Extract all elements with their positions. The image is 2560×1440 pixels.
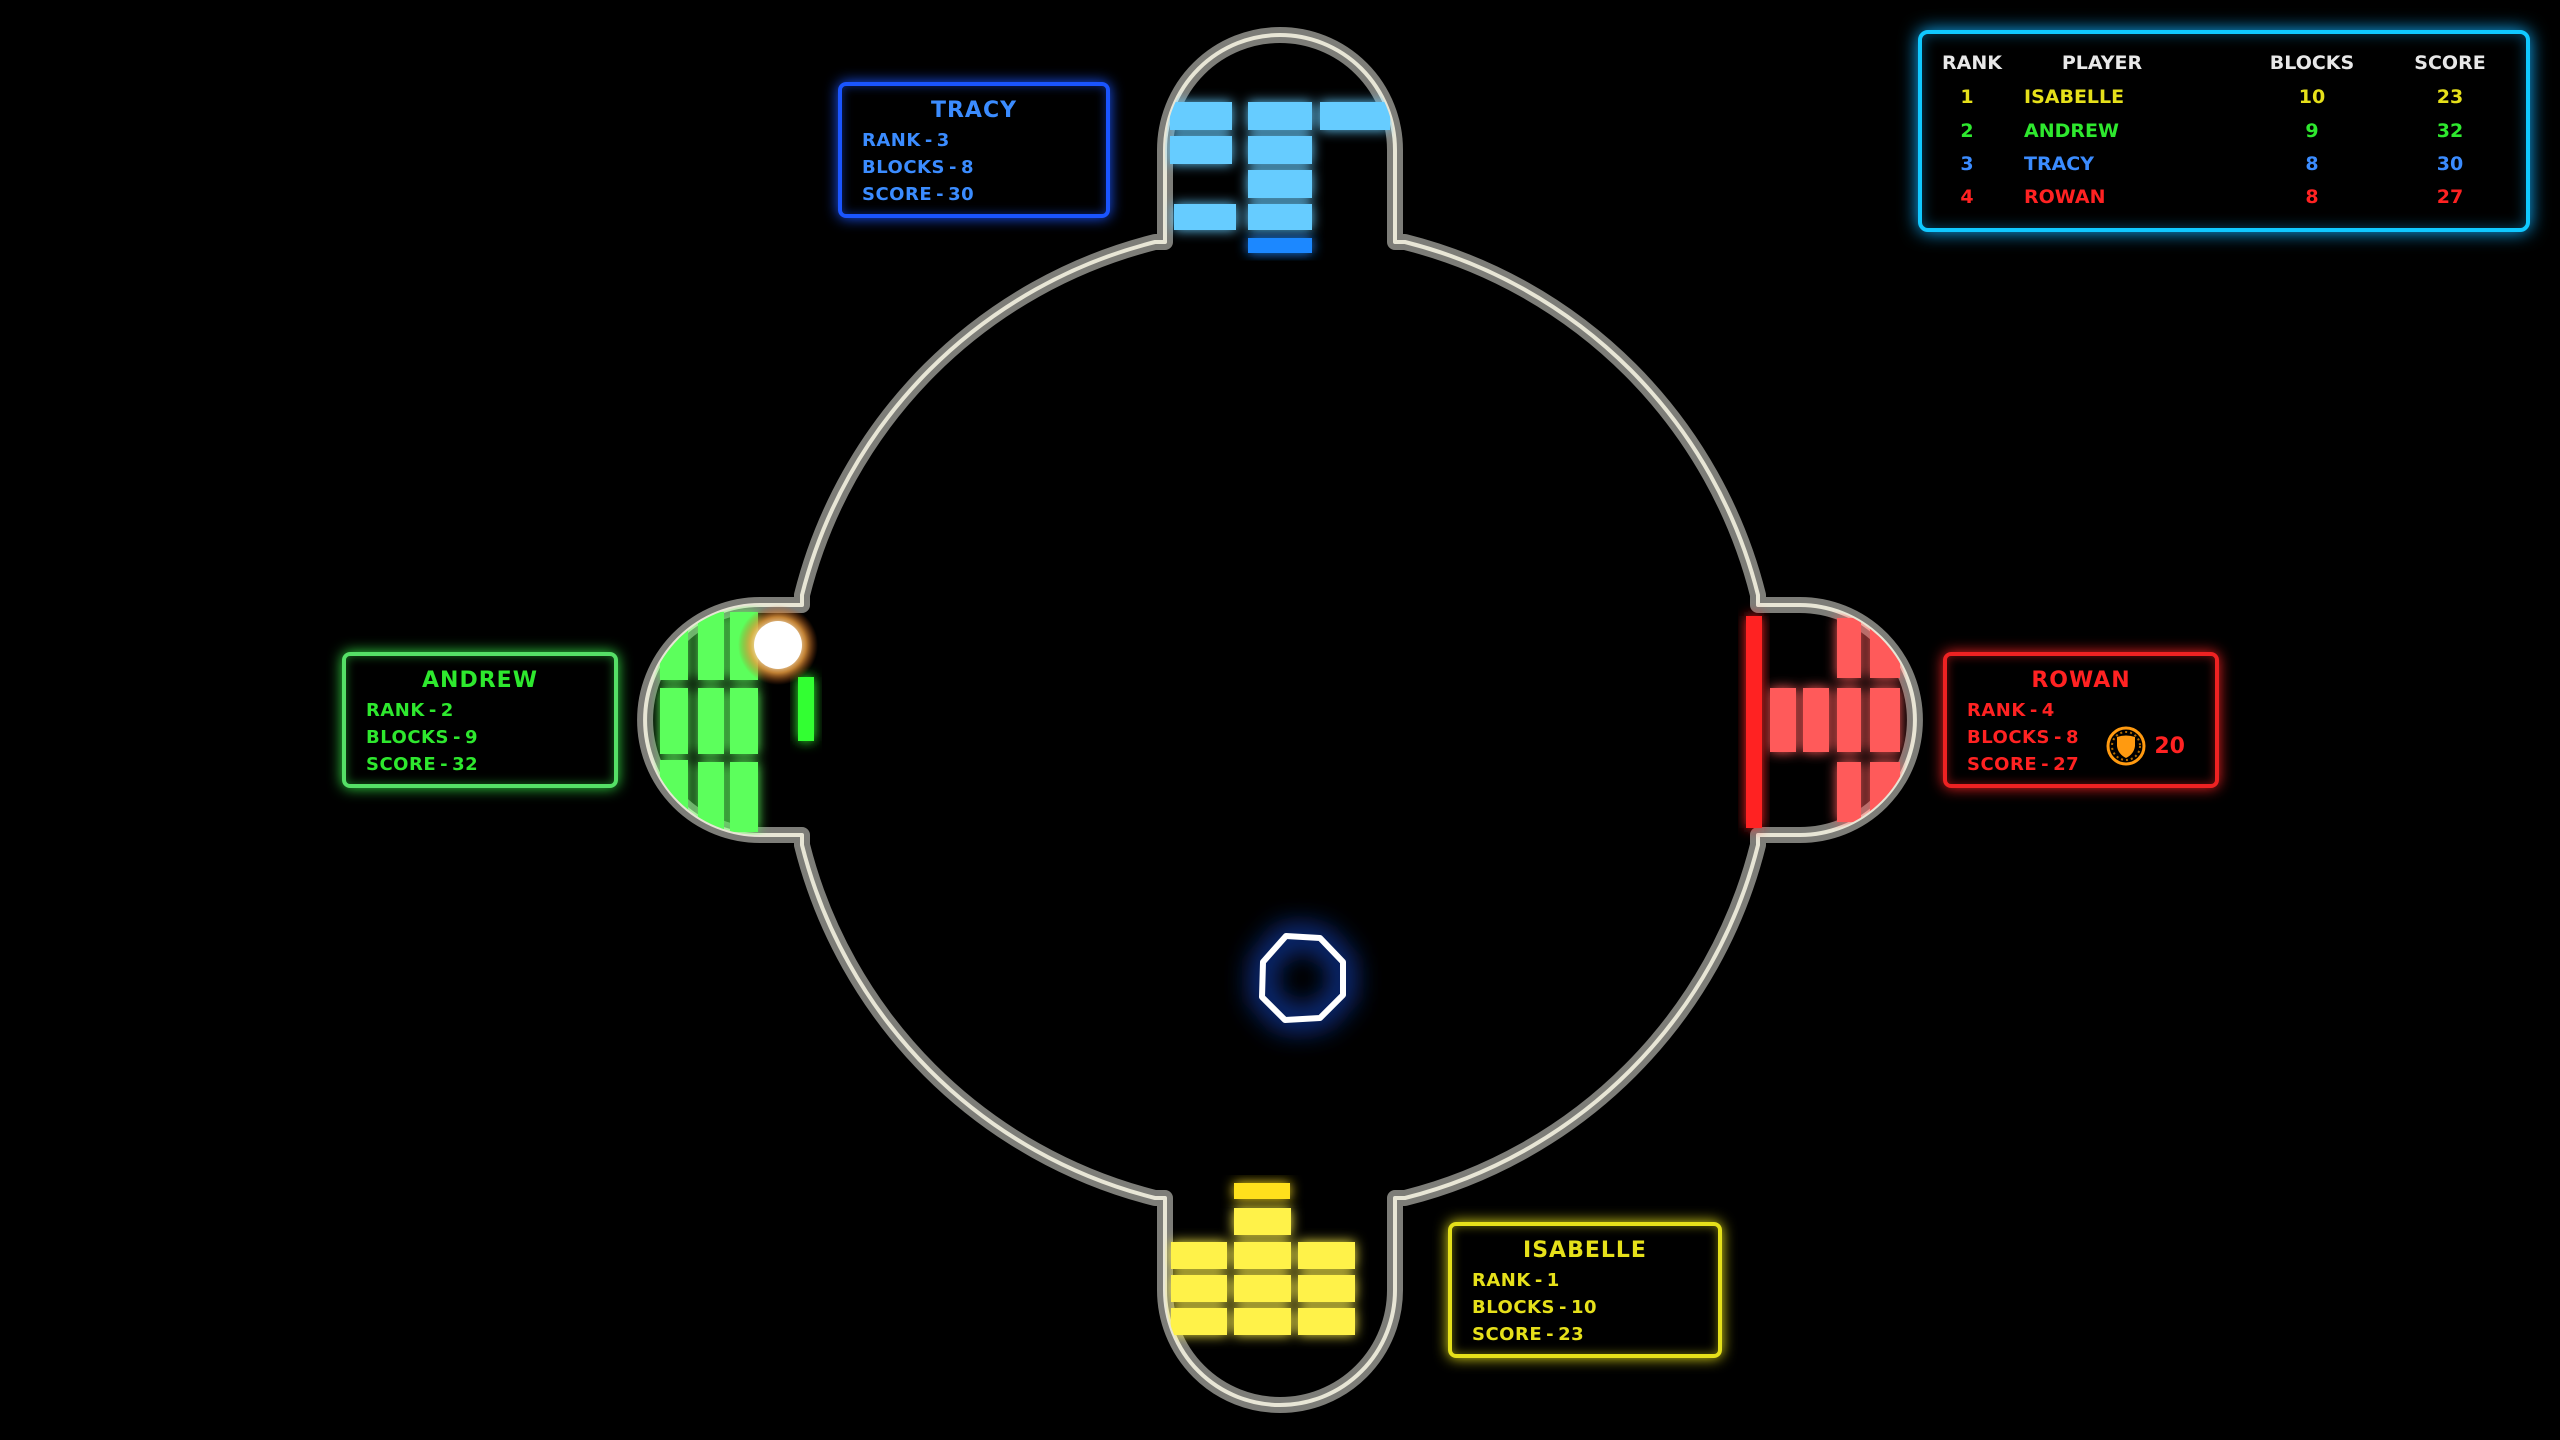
leaderboard-row: 3 TRACY 8 30 (1922, 153, 2526, 183)
player-name: ISABELLE (1523, 1238, 1647, 1263)
row-rank: 1 (1960, 86, 1974, 108)
header-player: PLAYER (2061, 52, 2143, 74)
player-panel-tracy: TRACY RANK-3 BLOCKS-8 SCORE-30 (838, 82, 1110, 218)
leaderboard-row: 2 ANDREW 9 32 (1922, 120, 2526, 150)
rowan-blocks (1770, 618, 1900, 822)
andrew-paddle (798, 677, 814, 741)
player-score: SCORE-23 (1472, 1324, 1585, 1345)
header-score: SCORE (2414, 52, 2486, 74)
player-panel-andrew: ANDREW RANK-2 BLOCKS-9 SCORE-32 (342, 652, 618, 788)
arena-frame (637, 27, 1923, 1413)
row-blocks: 9 (2305, 120, 2319, 142)
isabelle-paddle (1234, 1183, 1290, 1199)
row-score: 27 (2436, 186, 2464, 208)
player-blocks: BLOCKS-8 (1967, 727, 2079, 748)
player-rank: RANK-3 (862, 130, 950, 151)
leaderboard-header: RANK PLAYER BLOCKS SCORE (1922, 52, 2526, 82)
player-blocks: BLOCKS-10 (1472, 1297, 1598, 1318)
player-panel-isabelle: ISABELLE RANK-1 BLOCKS-10 SCORE-23 (1448, 1222, 1722, 1358)
shield-powerup: 20 (2104, 724, 2185, 768)
shield-icon (2106, 726, 2146, 766)
player-rank: RANK-1 (1472, 1270, 1560, 1291)
ball (738, 605, 818, 685)
player-score: SCORE-27 (1967, 754, 2080, 775)
row-player: TRACY (2024, 153, 2094, 175)
player-rank: RANK-4 (1967, 700, 2055, 721)
powerup-value: 20 (2154, 733, 2185, 759)
row-player: ANDREW (2024, 120, 2119, 142)
tracy-paddle (1248, 238, 1312, 253)
player-score: SCORE-32 (366, 754, 479, 775)
row-rank: 4 (1960, 186, 1974, 208)
header-rank: RANK (1942, 52, 2002, 74)
player-panel-rowan: ROWAN RANK-4 BLOCKS-8 SCORE-27 20 (1943, 652, 2219, 788)
row-score: 23 (2436, 86, 2464, 108)
leaderboard: RANK PLAYER BLOCKS SCORE 1 ISABELLE 10 2… (1918, 30, 2530, 232)
row-rank: 2 (1960, 120, 1974, 142)
header-blocks: BLOCKS (2269, 52, 2355, 74)
row-player: ROWAN (2024, 186, 2106, 208)
octagon-puck (1253, 927, 1351, 1029)
leaderboard-row: 1 ISABELLE 10 23 (1922, 86, 2526, 116)
row-player: ISABELLE (2024, 86, 2125, 108)
tracy-blocks (1170, 102, 1390, 230)
rowan-paddle (1746, 616, 1762, 828)
row-blocks: 8 (2305, 186, 2319, 208)
row-score: 30 (2436, 153, 2464, 175)
row-rank: 3 (1960, 153, 1974, 175)
player-blocks: BLOCKS-9 (366, 727, 478, 748)
row-blocks: 10 (2298, 86, 2326, 108)
player-blocks: BLOCKS-8 (862, 157, 974, 178)
isabelle-blocks (1171, 1208, 1355, 1335)
player-name: ANDREW (422, 668, 538, 693)
player-name: TRACY (930, 98, 1018, 123)
leaderboard-row: 4 ROWAN 8 27 (1922, 186, 2526, 216)
player-rank: RANK-2 (366, 700, 454, 721)
player-name: ROWAN (2031, 668, 2131, 693)
row-score: 32 (2436, 120, 2464, 142)
row-blocks: 8 (2305, 153, 2319, 175)
player-score: SCORE-30 (862, 184, 975, 205)
